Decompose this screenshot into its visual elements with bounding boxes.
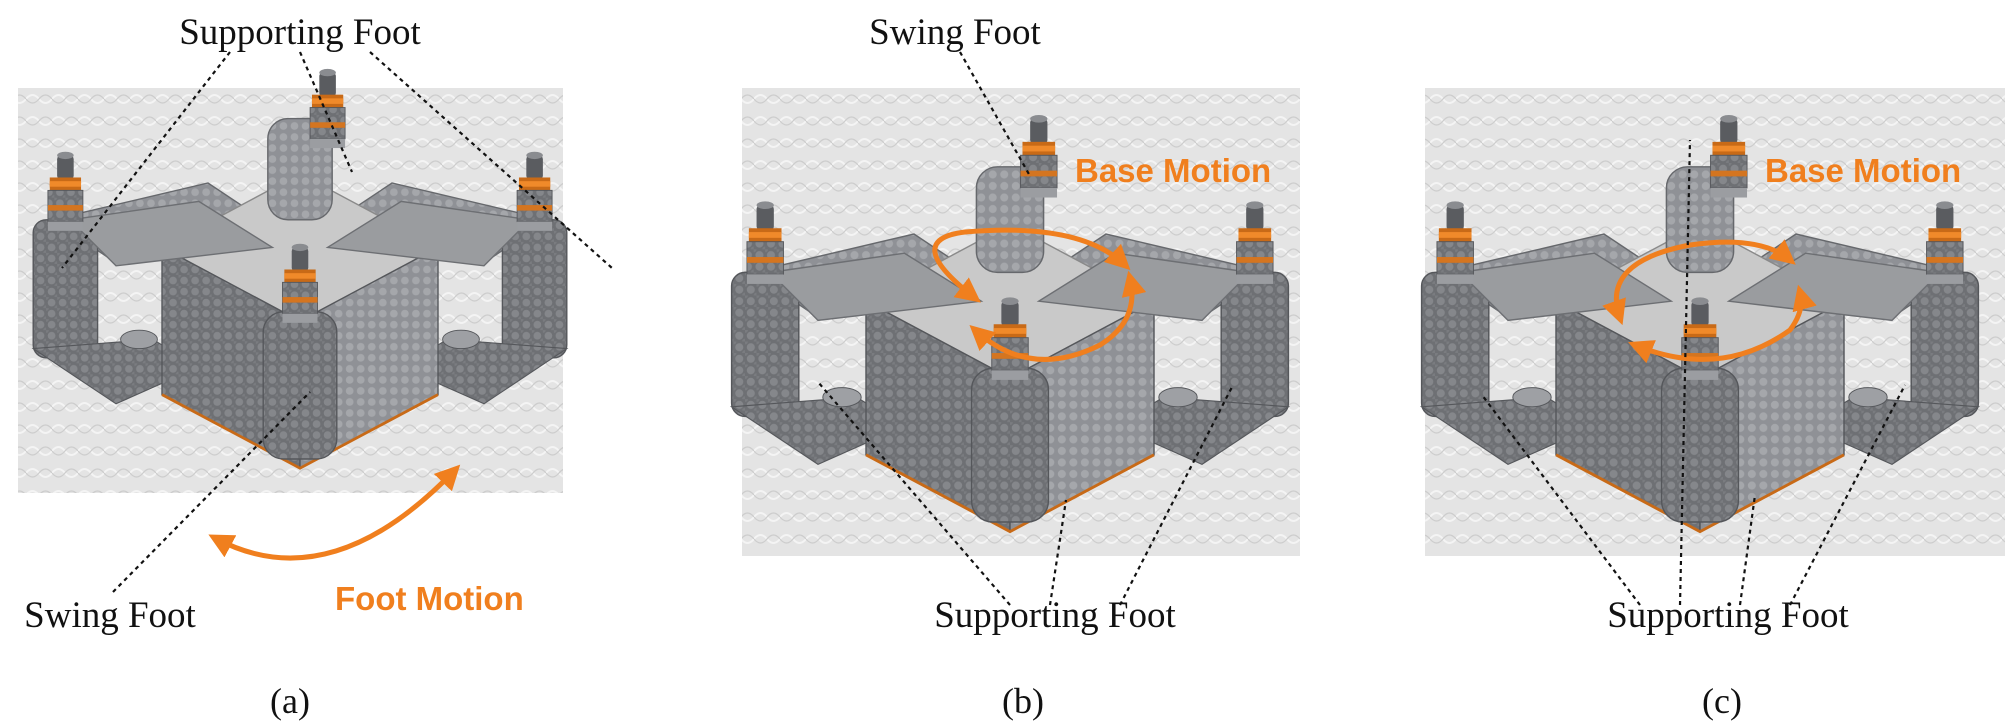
panel-a-label-foot-motion: Foot Motion <box>335 580 524 617</box>
panel-c-leader-bottom-3 <box>1738 494 1757 606</box>
panel-c-caption: (c) <box>1702 681 1742 721</box>
panel-a-leader-top-2 <box>298 51 354 173</box>
panel-a-label-supporting-foot: Supporting Foot <box>179 12 421 53</box>
panel-b-base-motion-arrow-2 <box>969 270 1147 362</box>
panel-a-label-swing-foot: Swing Foot <box>24 595 196 636</box>
panel-a-leader-top-3 <box>369 51 613 269</box>
panel-b-leader-bottom-3 <box>1119 384 1234 606</box>
panel-a-caption: (a) <box>270 681 310 721</box>
panel-b-label-base-motion: Base Motion <box>1075 152 1271 189</box>
panel-a-leader-top-1 <box>61 51 231 269</box>
panel-c-label-supporting-foot: Supporting Foot <box>1607 595 1849 636</box>
panel-c: Base Motion Supporting Foot (c) <box>1422 88 2005 721</box>
panel-b-leader-bottom-1 <box>817 381 1011 606</box>
panel-c-label-base-motion: Base Motion <box>1765 152 1961 189</box>
panel-c-leader-bottom-1 <box>1481 394 1641 606</box>
panel-c-leader-bottom-4 <box>1789 384 1906 606</box>
panel-b-label-supporting-foot: Supporting Foot <box>934 595 1176 636</box>
panel-b: Swing Foot Base Motion Supporting Foot (… <box>732 12 1300 721</box>
panel-a-leader-swing <box>112 391 311 593</box>
panel-c-leader-bottom-2 <box>1678 139 1692 606</box>
panel-a-foot-motion-arrow <box>208 464 461 561</box>
panel-a: Supporting Foot Swing Foot Foot Motion (… <box>18 12 613 721</box>
panel-b-base-motion-arrow-1 <box>932 227 1131 303</box>
panel-b-caption: (b) <box>1002 681 1044 721</box>
panel-b-label-swing-foot: Swing Foot <box>869 12 1041 53</box>
panel-c-base-motion-arrow-1 <box>1602 239 1796 326</box>
panel-c-base-motion-arrow-2 <box>1628 284 1817 364</box>
panel-b-leader-bottom-2 <box>1048 499 1068 606</box>
